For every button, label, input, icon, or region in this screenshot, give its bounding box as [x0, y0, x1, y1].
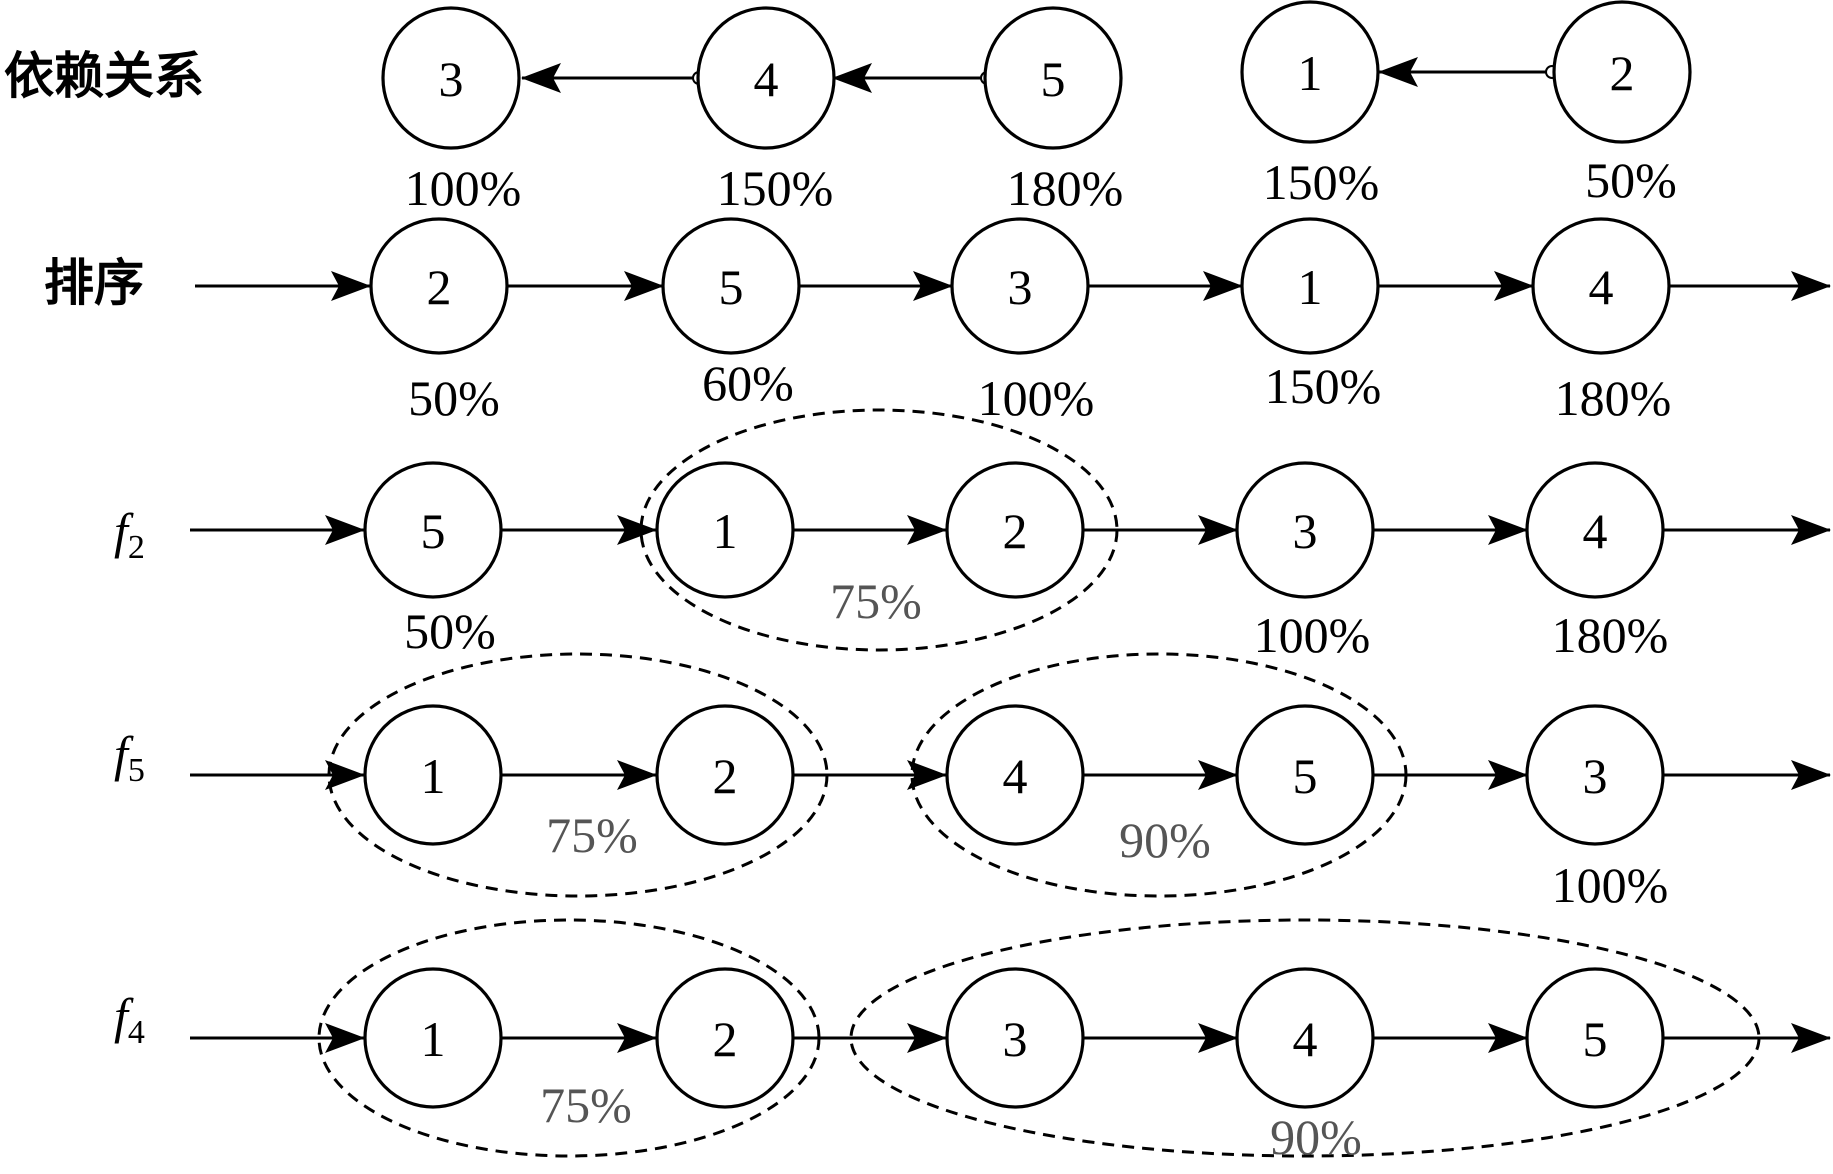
node-label: 4 [1293, 1011, 1318, 1067]
node-percentage: 150% [1263, 154, 1380, 210]
dependency-row-label: 依赖关系 [4, 47, 204, 105]
f2-row: 5 1 2 3 4 50% 75% 100% 180% [190, 408, 1831, 663]
node-label: 4 [1589, 259, 1614, 315]
node-label: 3 [1008, 259, 1033, 315]
node: 3 [1525, 704, 1665, 846]
node: 2 [369, 217, 509, 355]
node: 1 [363, 967, 503, 1109]
group-percentage: 90% [1119, 812, 1211, 868]
node-percentage: 180% [1555, 370, 1672, 426]
node: 5 [363, 461, 503, 599]
node-percentage: 60% [702, 355, 794, 411]
sort-row: 2 5 3 1 4 50% 60% 100% 150% 180% [195, 217, 1831, 426]
node-percentage: 150% [717, 160, 834, 216]
node-percentage: 180% [1552, 607, 1669, 663]
node-label: 4 [754, 51, 779, 107]
group-percentage: 75% [830, 573, 922, 629]
f5-row-label: f5 [114, 726, 145, 789]
node-label: 1 [1298, 45, 1323, 101]
node: 1 [363, 704, 503, 846]
node-label: 2 [1610, 45, 1635, 101]
node-percentage: 100% [1552, 857, 1669, 913]
node-label: 5 [1041, 51, 1066, 107]
group-boundary [317, 918, 821, 1158]
node-percentage: 180% [1007, 160, 1124, 216]
node: 1 [1240, 217, 1380, 355]
node-label: 3 [1003, 1011, 1028, 1067]
node-percentage: 100% [405, 160, 522, 216]
node-percentage: 50% [404, 603, 496, 659]
node: 4 [696, 6, 836, 150]
dependency-row: 3 4 5 1 2 100% 150% 180% 150% 50% [381, 0, 1692, 216]
node: 2 [945, 461, 1085, 599]
node-label: 1 [421, 1011, 446, 1067]
node-label: 5 [1293, 748, 1318, 804]
node-label: 1 [421, 748, 446, 804]
node: 4 [1235, 967, 1375, 1109]
node-label: 5 [719, 259, 744, 315]
node: 2 [655, 967, 795, 1109]
node: 3 [945, 967, 1085, 1109]
node-label: 5 [421, 503, 446, 559]
node-percentage: 100% [978, 370, 1095, 426]
node: 1 [655, 461, 795, 599]
node: 5 [983, 6, 1123, 150]
node-label: 3 [1583, 748, 1608, 804]
node-label: 2 [713, 748, 738, 804]
node-label: 4 [1583, 503, 1608, 559]
node-label: 2 [427, 259, 452, 315]
node: 1 [1240, 0, 1380, 144]
node: 5 [661, 217, 801, 355]
group-boundary [327, 652, 829, 898]
node: 4 [1531, 217, 1671, 355]
group-boundary [849, 918, 1761, 1158]
node: 3 [1235, 461, 1375, 599]
node: 5 [1525, 967, 1665, 1109]
group-boundary [910, 652, 1408, 898]
node-label: 1 [713, 503, 738, 559]
node: 3 [950, 217, 1090, 355]
node-percentage: 150% [1265, 358, 1382, 414]
group-percentage: 75% [540, 1077, 632, 1133]
node: 2 [1552, 0, 1692, 144]
group-percentage: 90% [1270, 1109, 1362, 1165]
f2-row-label: f2 [114, 503, 145, 566]
node-label: 1 [1298, 259, 1323, 315]
node-label: 5 [1583, 1011, 1608, 1067]
f4-row: 1 2 3 4 5 75% 90% [190, 918, 1831, 1165]
node: 4 [945, 704, 1085, 846]
node: 3 [381, 6, 521, 150]
node: 2 [655, 704, 795, 846]
node-percentage: 50% [408, 370, 500, 426]
f5-row: 1 2 4 5 3 75% 90% 100% [190, 652, 1831, 913]
f4-row-label: f4 [114, 988, 145, 1051]
group-percentage: 75% [546, 807, 638, 863]
sort-row-label: 排序 [44, 254, 144, 312]
node-label: 3 [1293, 503, 1318, 559]
node-label: 3 [439, 51, 464, 107]
group-boundary [639, 408, 1119, 652]
node-label: 4 [1003, 748, 1028, 804]
node: 4 [1525, 461, 1665, 599]
node-percentage: 50% [1585, 152, 1677, 208]
node-label: 2 [713, 1011, 738, 1067]
f4-row-label-sub: 4 [128, 1014, 145, 1051]
node: 5 [1235, 704, 1375, 846]
f5-row-label-sub: 5 [128, 752, 145, 789]
node-percentage: 100% [1254, 607, 1371, 663]
f2-row-label-sub: 2 [128, 529, 145, 566]
node-label: 2 [1003, 503, 1028, 559]
